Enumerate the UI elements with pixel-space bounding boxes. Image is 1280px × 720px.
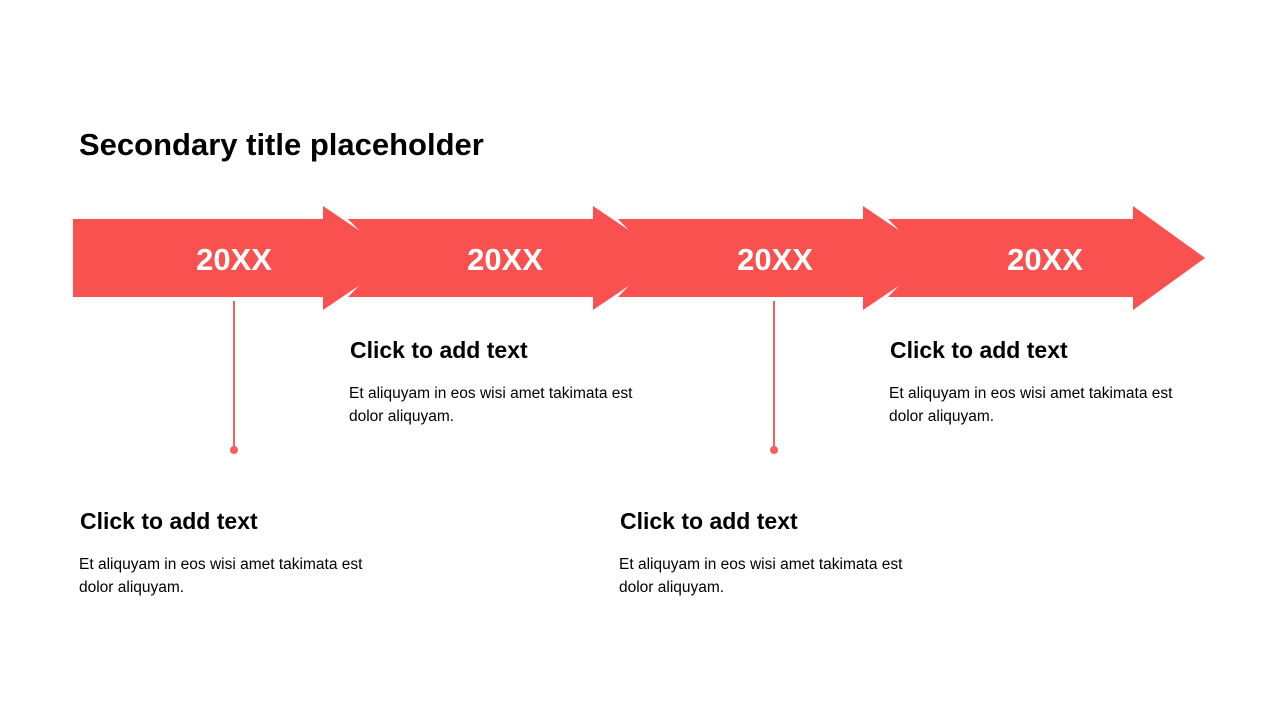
step-text-block-2: Click to add text Et aliquyam in eos wis…	[349, 337, 659, 428]
connector-line-1	[233, 301, 235, 448]
timeline-year-2: 20XX	[467, 242, 543, 277]
step-heading[interactable]: Click to add text	[350, 337, 528, 363]
step-text-block-4: Click to add text Et aliquyam in eos wis…	[889, 337, 1199, 428]
step-body[interactable]: Et aliquyam in eos wisi amet takimata es…	[79, 555, 363, 596]
step-text-block-3: Click to add text Et aliquyam in eos wis…	[619, 508, 929, 599]
timeline-arrow-2[interactable]	[348, 206, 670, 310]
timeline-year-1: 20XX	[196, 242, 272, 277]
step-heading[interactable]: Click to add text	[890, 337, 1068, 363]
step-body[interactable]: Et aliquyam in eos wisi amet takimata es…	[349, 384, 633, 425]
step-heading[interactable]: Click to add text	[80, 508, 258, 534]
slide-title[interactable]: Secondary title placeholder	[79, 127, 484, 162]
timeline-arrow-4[interactable]	[888, 206, 1205, 310]
timeline-year-4: 20XX	[1007, 242, 1083, 277]
step-body[interactable]: Et aliquyam in eos wisi amet takimata es…	[619, 555, 903, 596]
step-text-block-1: Click to add text Et aliquyam in eos wis…	[79, 508, 389, 599]
connector-line-3	[773, 301, 775, 448]
step-body[interactable]: Et aliquyam in eos wisi amet takimata es…	[889, 384, 1173, 425]
connector-dot-3	[770, 446, 778, 454]
connector-dot-1	[230, 446, 238, 454]
timeline-arrow-1[interactable]	[73, 206, 400, 310]
timeline-year-3: 20XX	[737, 242, 813, 277]
timeline-arrow-3[interactable]	[618, 206, 940, 310]
step-heading[interactable]: Click to add text	[620, 508, 798, 534]
